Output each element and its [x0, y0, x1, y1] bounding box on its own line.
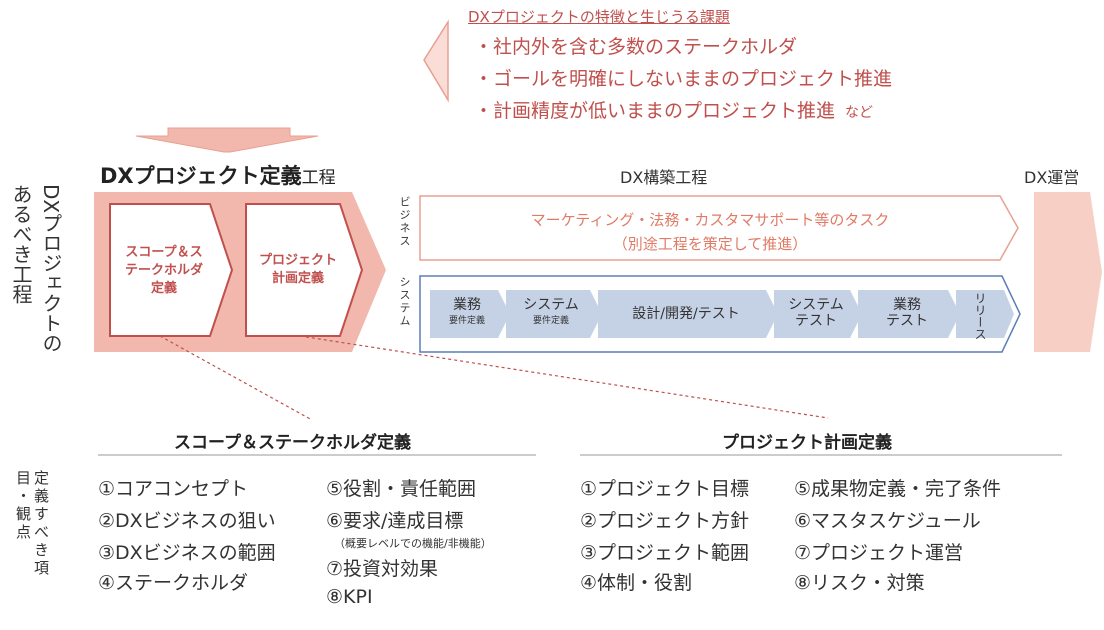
system-step-sub: 要件定義: [532, 316, 569, 326]
scope-stakeholder-step-label: スコープ＆ステークホルダ定義: [124, 245, 203, 296]
system-step: システム 要件定義: [508, 297, 594, 329]
system-step-main: 設計/開発/テスト: [632, 306, 740, 322]
system-step-shape: [598, 290, 778, 338]
plan-item: ⑤成果物定義・完了条件: [794, 478, 1002, 500]
process-left-label: DXプロジェクトのあるべき工程: [9, 184, 63, 354]
scope-item-note: （概要レベルでの機能/非機能）: [334, 537, 492, 550]
business-lane-text: マーケティング・法務・カスタマサポート等のタスク （別途工程を策定して推進）: [430, 208, 990, 256]
system-step-sub: テスト: [886, 313, 928, 329]
plan-item: ②プロジェクト方針: [580, 510, 750, 532]
plan-item: ⑦プロジェクト運営: [794, 542, 964, 564]
plan-item: ①プロジェクト目標: [580, 478, 750, 500]
system-step-sub: テスト: [795, 313, 837, 329]
system-step-main: 業務: [453, 297, 481, 313]
business-lane-label: ビジネス: [398, 196, 411, 248]
build-phase-title: DX構築工程: [620, 168, 708, 187]
definition-phase-title: DXプロジェクト定義工程: [100, 160, 336, 190]
system-step-main: システム: [788, 297, 844, 313]
ops-phase-arrow: [1034, 192, 1102, 352]
scope-item: ①コアコンセプト: [98, 478, 249, 500]
items-left-label: 定義すべき項目・観点: [14, 470, 50, 578]
system-step-shape: [956, 290, 1014, 338]
system-step: 業務 テスト: [862, 297, 952, 329]
scope-item: ⑤役割・責任範囲: [326, 478, 477, 500]
challenges-title: DXプロジェクトの特徴と生じうる課題: [468, 8, 730, 26]
challenge-item: ・社内外を含む多数のステークホルダ: [474, 36, 798, 58]
scope-item: ③DXビジネスの範囲: [98, 542, 276, 564]
scope-item: ⑥要求/達成目標: [326, 510, 464, 532]
system-lane-label: システム: [398, 276, 411, 328]
business-lane-arrow: [419, 195, 1019, 261]
ops-phase-title: DX運営: [1024, 168, 1080, 187]
challenge-item: ・ゴールを明確にしないままのプロジェクト推進: [474, 68, 893, 90]
definition-title-suffix: 工程: [301, 168, 336, 188]
plan-connector: [299, 335, 829, 419]
system-step-shape: [774, 290, 862, 338]
system-step: 設計/開発/テスト: [602, 306, 770, 322]
system-step: システム テスト: [778, 297, 854, 329]
definition-title-text: DXプロジェクト定義: [100, 164, 302, 188]
system-step-shape: [858, 290, 960, 338]
system-step-main: 業務: [893, 297, 921, 313]
system-step-main: システム: [523, 297, 579, 313]
system-step-shape: [430, 290, 510, 338]
plan-item: ⑧リスク・対策: [794, 572, 925, 594]
scope-stakeholder-chevron: [109, 203, 234, 337]
release-step: リリース: [973, 292, 987, 340]
scope-item: ②DXビジネスの狙い: [98, 510, 276, 532]
scope-item: ④ステークホルダ: [98, 572, 249, 594]
challenge-suffix: など: [845, 105, 874, 121]
down-arrow: [135, 127, 319, 153]
business-lane-line1: マーケティング・法務・カスタマサポート等のタスク: [530, 211, 890, 229]
scope-item: ⑧KPI: [326, 586, 373, 608]
scope-stakeholder-step: スコープ＆ステークホルダ定義: [114, 244, 214, 298]
challenge-item-text: ・計画精度が低いままのプロジェクト推進: [474, 100, 836, 122]
business-lane-line2: （別途工程を策定して推進）: [612, 235, 808, 253]
project-plan-chevron: [245, 203, 364, 337]
system-step-sub: 要件定義: [448, 316, 485, 326]
challenge-callout-arrow: [423, 19, 449, 103]
scope-connector: [159, 335, 313, 421]
system-step-shape: [506, 290, 602, 338]
scope-section-title: スコープ＆ステークホルダ定義: [174, 433, 411, 453]
plan-section-title: プロジェクト計画定義: [722, 433, 892, 453]
plan-item: ⑥マスタスケジュール: [794, 510, 981, 532]
plan-item: ③プロジェクト範囲: [580, 542, 750, 564]
challenge-item: ・計画精度が低いままのプロジェクト推進など: [474, 96, 873, 123]
project-plan-step-label: プロジェクト計画定義: [259, 253, 338, 286]
project-plan-step: プロジェクト計画定義: [250, 252, 346, 288]
scope-item: ⑦投資対効果: [326, 558, 439, 580]
system-step: 業務 要件定義: [430, 297, 504, 329]
plan-item: ④体制・役割: [580, 572, 693, 594]
